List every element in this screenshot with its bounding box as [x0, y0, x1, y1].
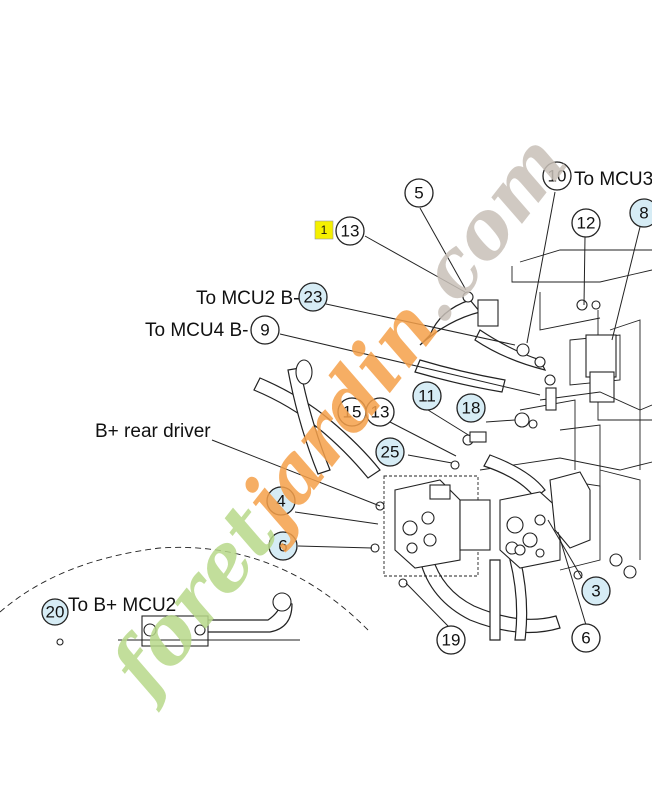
callout-9-number: 9: [260, 321, 269, 340]
callout-8-number: 8: [639, 204, 648, 223]
upper-bracket: [511, 249, 652, 470]
callout-13a: 13: [335, 216, 365, 246]
callout-5-number: 5: [414, 184, 423, 203]
callout-13b: 13: [365, 397, 395, 427]
right-contactor: [499, 471, 591, 569]
label-b-plus-rear-driver: B+ rear driver: [95, 421, 211, 442]
callout-1-number: 1: [321, 223, 328, 237]
label-to-b-plus-mcu2: To B+ MCU2: [68, 595, 176, 616]
callout-13b-number: 13: [371, 403, 390, 422]
cable-bundle: [199, 299, 561, 641]
callout-18: 18: [456, 393, 486, 423]
callout-6b-number: 6: [581, 629, 590, 648]
callout-3-number: 3: [591, 582, 600, 601]
callout-3: 3: [581, 576, 611, 606]
fasteners: [370, 291, 637, 588]
callout-4-number: 4: [276, 492, 285, 511]
callout-19-number: 19: [442, 631, 461, 650]
callout-6b: 6: [571, 623, 601, 653]
callout-19: 19: [436, 625, 466, 655]
label-to-mcu2-bminus: To MCU2 B-: [196, 288, 299, 309]
callout-10: 10: [542, 161, 572, 191]
callout-15: 15: [337, 397, 367, 427]
callout-23-number: 23: [304, 288, 323, 307]
callout-11-number: 11: [418, 387, 436, 406]
mcu2-bracket: [56, 615, 300, 647]
callout-6a-number: 6: [278, 537, 287, 556]
callout-5: 5: [404, 178, 434, 208]
callout-20-number: 20: [46, 603, 65, 622]
callout-25: 25: [375, 437, 405, 467]
label-to-mcu3: To MCU3: [574, 169, 652, 190]
callout-9: 9: [250, 315, 280, 345]
callout-12-number: 12: [577, 214, 596, 233]
callout-10-number: 10: [548, 167, 567, 186]
callout-11: 11: [412, 381, 442, 411]
callout-23: 23: [298, 282, 328, 312]
callout-6a: 6: [268, 531, 298, 561]
leader-lines: [211, 191, 641, 627]
label-to-mcu4-bminus: To MCU4 B-: [145, 320, 248, 341]
callout-8: 8: [629, 198, 652, 228]
callout-20: 20: [41, 598, 69, 626]
callout-18-number: 18: [462, 399, 481, 418]
callout-13a-number: 13: [341, 222, 360, 241]
dashed-outline-arc: [0, 546, 371, 633]
callout-15-number: 15: [343, 403, 362, 422]
rear-driver-block: [383, 475, 491, 577]
callout-4: 4: [266, 486, 296, 516]
callout-1: 1: [314, 220, 334, 240]
callout-12: 12: [571, 208, 601, 238]
callout-25-number: 25: [381, 443, 400, 462]
